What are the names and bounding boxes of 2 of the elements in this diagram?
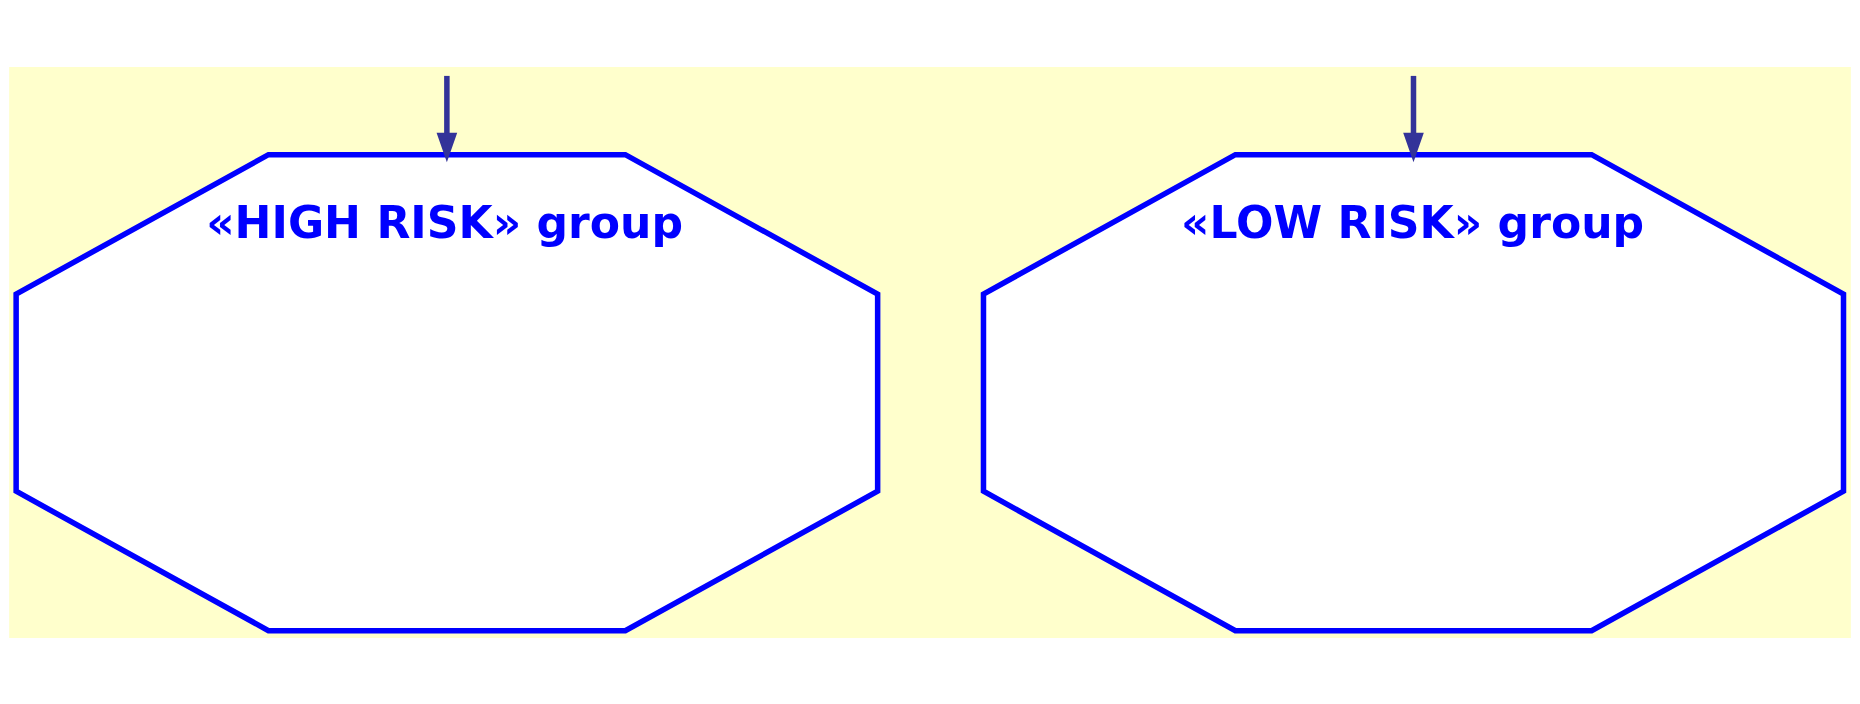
arrow	[436, 75, 458, 162]
arrow	[1403, 75, 1424, 162]
